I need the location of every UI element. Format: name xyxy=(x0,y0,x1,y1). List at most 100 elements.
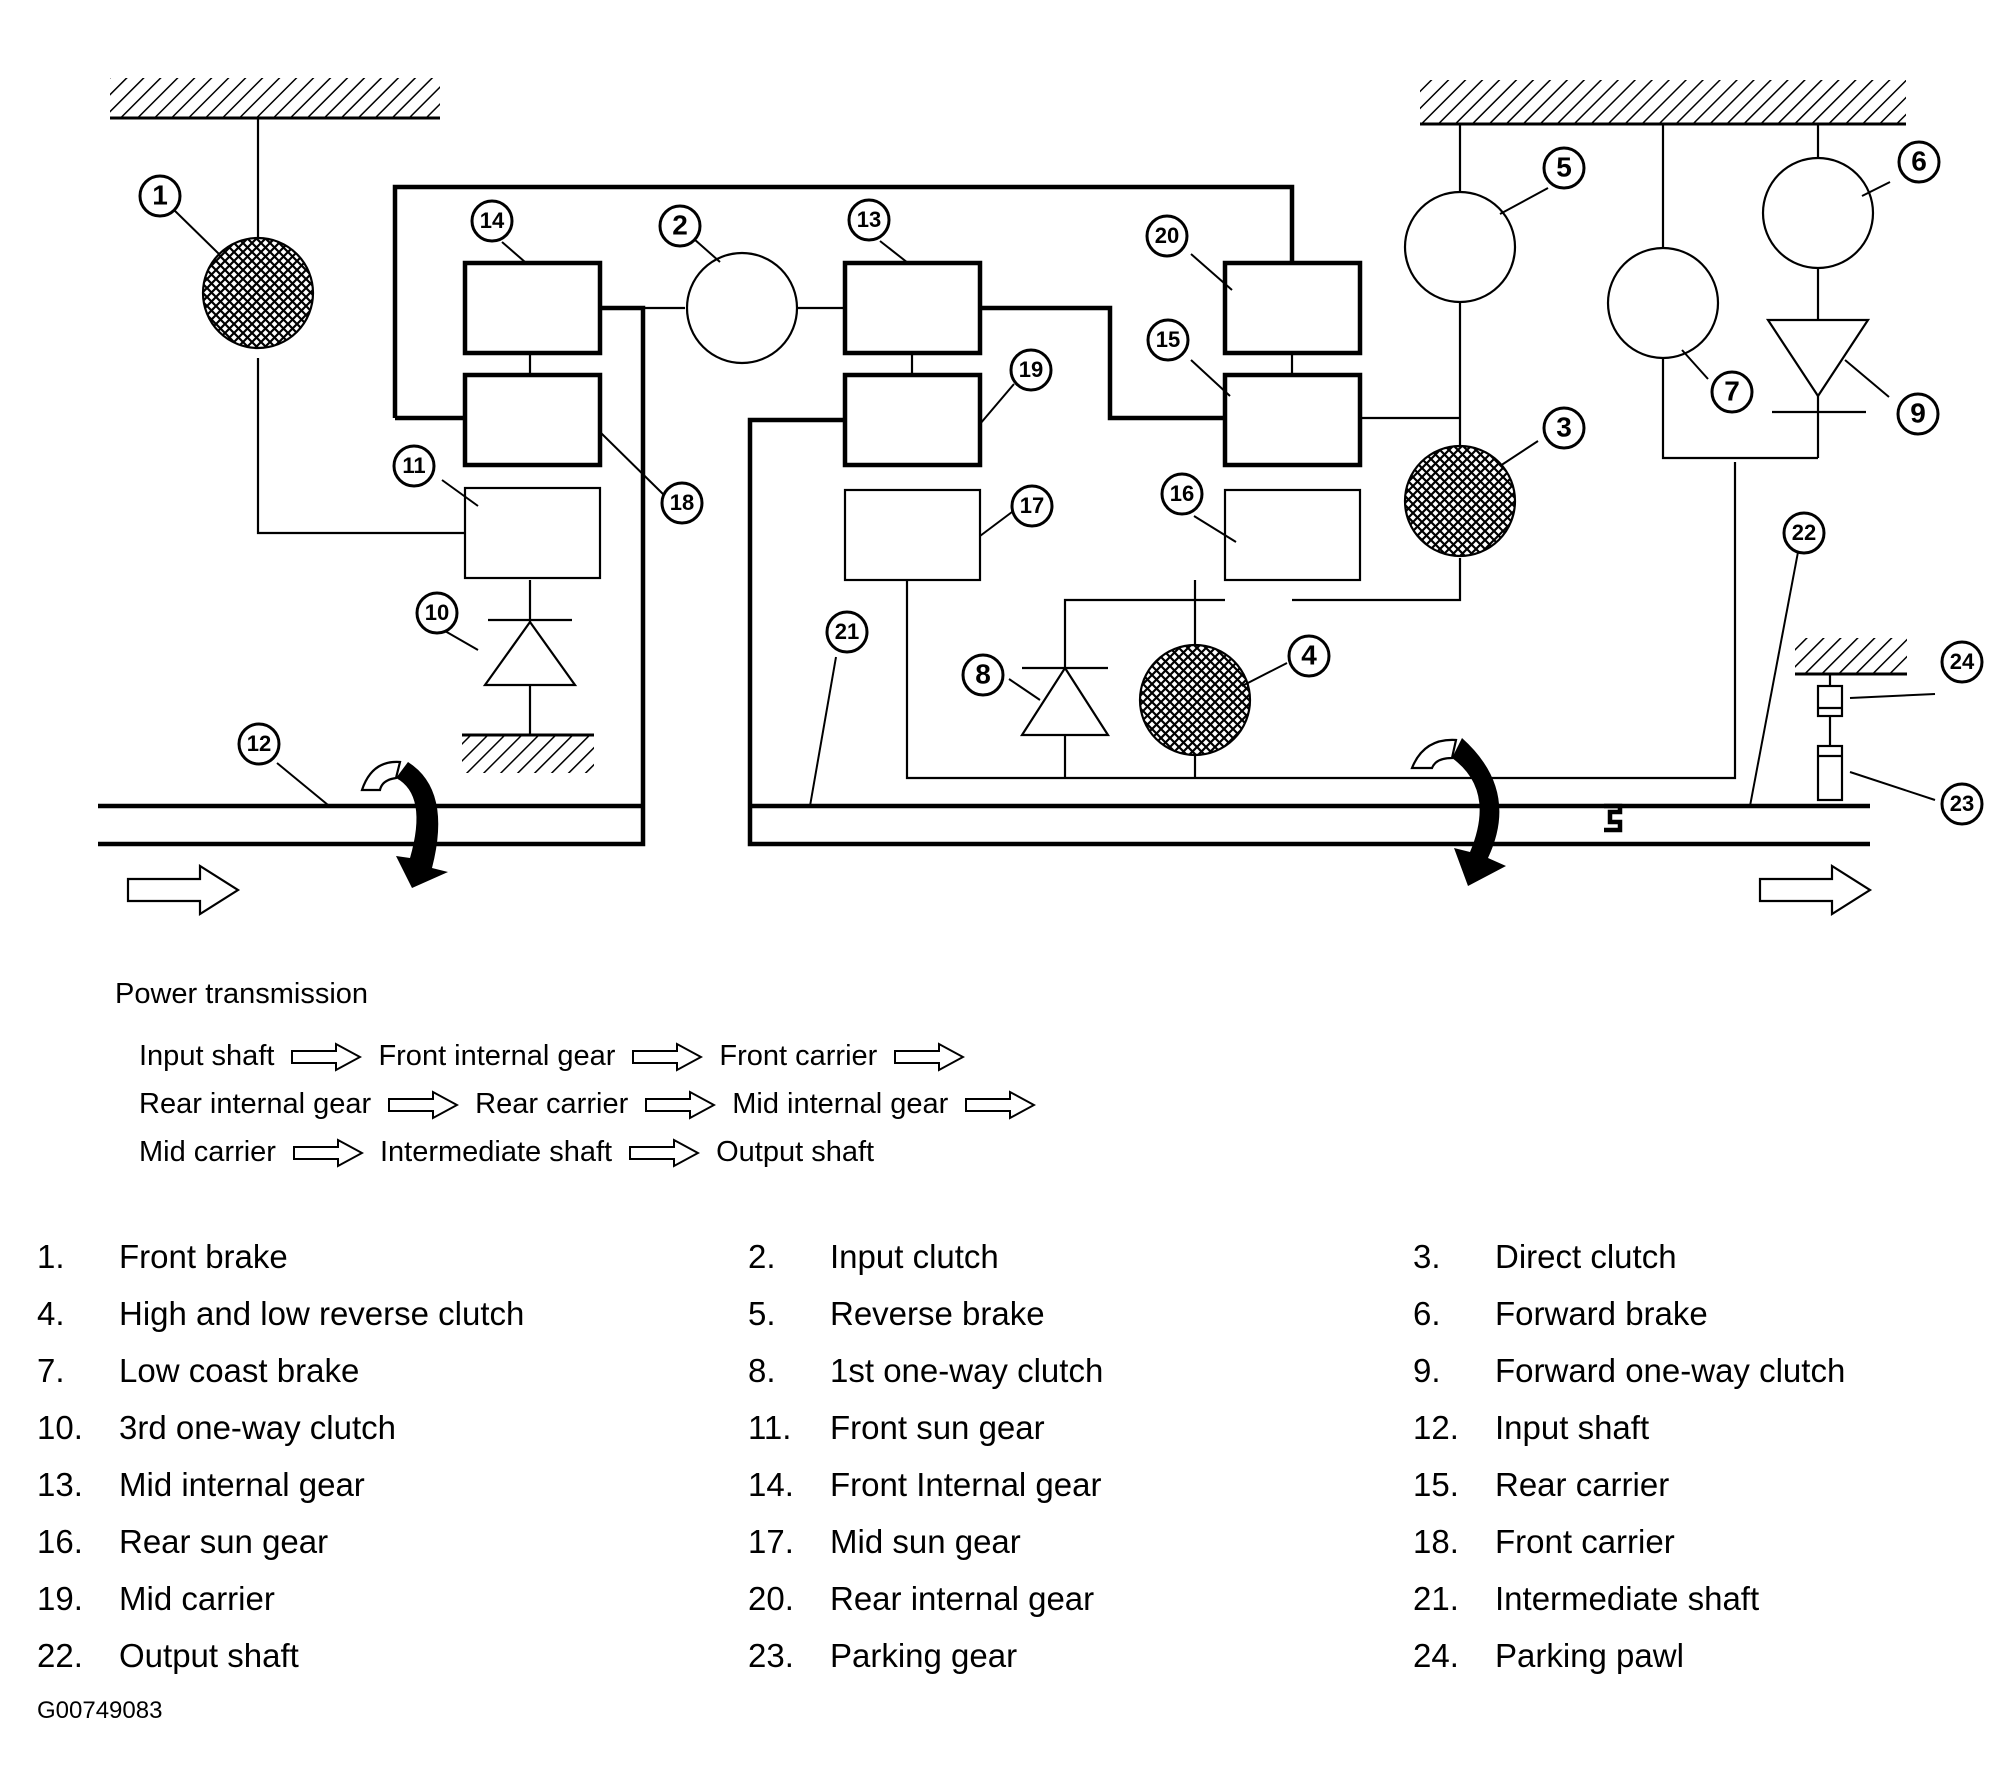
callout-number: 10 xyxy=(425,600,449,625)
callout-17: 17 xyxy=(1010,484,1054,528)
reverse-brake-symbol xyxy=(1403,190,1517,304)
callout-number: 6 xyxy=(1911,145,1927,176)
callout-1: 1 xyxy=(138,174,182,218)
callout-10: 10 xyxy=(415,591,459,635)
legend-label: Reverse brake xyxy=(830,1295,1045,1332)
flow-step: Front internal gear xyxy=(378,1040,616,1072)
legend-label: Rear internal gear xyxy=(830,1580,1095,1617)
legend-number: 6. xyxy=(1413,1295,1441,1332)
legend-label: 3rd one-way clutch xyxy=(119,1409,396,1446)
legend-number: 14. xyxy=(748,1466,794,1503)
callout-number: 21 xyxy=(835,619,859,644)
power-flow-row: Input shaft Front internal gear Front ca… xyxy=(139,1040,981,1073)
callout-number: 16 xyxy=(1170,481,1194,506)
legend-label: Forward brake xyxy=(1495,1295,1708,1332)
callout-number: 20 xyxy=(1155,223,1179,248)
rear-internal-gear-box xyxy=(1222,260,1363,356)
callout-6: 6 xyxy=(1897,140,1941,184)
power-flow-row: Mid carrier Intermediate shaft Output sh… xyxy=(139,1136,890,1169)
callout-23: 23 xyxy=(1940,782,1984,826)
front-carrier-box xyxy=(462,372,603,468)
legend-label: Input clutch xyxy=(830,1238,999,1275)
front-brake-symbol xyxy=(201,236,315,350)
callout-8: 8 xyxy=(961,653,1005,697)
gear-boxes xyxy=(462,260,1363,582)
callout-number: 5 xyxy=(1556,151,1572,182)
legend-number: 5. xyxy=(748,1295,776,1332)
legend-number: 8. xyxy=(748,1352,776,1389)
third-one-way-clutch-symbol xyxy=(482,620,578,687)
front-sun-gear-box xyxy=(463,486,602,580)
legend-number: 21. xyxy=(1413,1580,1459,1617)
legend-label: Rear sun gear xyxy=(119,1523,329,1560)
flow-arrow-icon xyxy=(645,1089,717,1120)
flow-arrow-icon xyxy=(629,1137,701,1168)
legend-number: 3. xyxy=(1413,1238,1441,1275)
low-coast-brake-symbol xyxy=(1606,246,1720,360)
legend-label: Intermediate shaft xyxy=(1495,1580,1760,1617)
mid-internal-gear-box xyxy=(842,260,983,356)
front-internal-gear-box xyxy=(462,260,603,356)
flow-arrow-icon xyxy=(894,1041,966,1072)
high-low-reverse-clutch-symbol xyxy=(1138,643,1252,757)
parking-gear-symbol xyxy=(1816,744,1844,802)
output-rotation-arrow xyxy=(1410,738,1506,886)
output-flow-arrow xyxy=(1758,864,1873,916)
flow-arrow-icon xyxy=(965,1089,1037,1120)
legend-number: 11. xyxy=(748,1409,792,1446)
flow-step: Intermediate shaft xyxy=(379,1136,613,1168)
callout-number: 4 xyxy=(1301,639,1317,670)
legend-label: Front brake xyxy=(119,1238,288,1275)
callout-number: 8 xyxy=(975,658,991,689)
callout-13: 13 xyxy=(847,198,891,242)
legend-number: 23. xyxy=(748,1637,794,1674)
callout-19: 19 xyxy=(1009,348,1053,392)
mid-carrier-box xyxy=(842,372,983,468)
power-flow-row: Rear internal gear Rear carrier Mid inte… xyxy=(139,1088,1052,1121)
callout-24: 24 xyxy=(1940,640,1984,684)
legend-number: 7. xyxy=(37,1352,65,1389)
legend-number: 18. xyxy=(1413,1523,1459,1560)
callout-18: 18 xyxy=(660,481,704,525)
input-rotation-arrow xyxy=(360,760,448,888)
callout-number: 23 xyxy=(1950,791,1974,816)
legend-number: 2. xyxy=(748,1238,776,1275)
legend-number: 20. xyxy=(748,1580,794,1617)
callout-number: 3 xyxy=(1556,411,1572,442)
legend-number: 17. xyxy=(748,1523,794,1560)
legend-number: 15. xyxy=(1413,1466,1459,1503)
callout-21: 21 xyxy=(825,610,869,654)
parking-pawl-symbol xyxy=(1816,684,1844,718)
flow-step: Output shaft xyxy=(716,1136,875,1168)
legend-number: 13. xyxy=(37,1466,83,1503)
legend-number: 22. xyxy=(37,1637,83,1674)
callout-4: 4 xyxy=(1287,634,1331,678)
housing-ground-one-way-10 xyxy=(462,733,594,773)
legend-number: 10. xyxy=(37,1409,83,1446)
housing-ground-right xyxy=(1420,80,1906,126)
legend-label: Mid internal gear xyxy=(119,1466,365,1503)
callout-9: 9 xyxy=(1896,392,1940,436)
legend-label: Front sun gear xyxy=(830,1409,1045,1446)
flow-step: Rear internal gear xyxy=(139,1088,372,1120)
direct-clutch-symbol xyxy=(1403,444,1517,558)
callout-5: 5 xyxy=(1542,146,1586,190)
legend-number: 4. xyxy=(37,1295,65,1332)
flow-step: Rear carrier xyxy=(475,1088,629,1120)
rear-sun-gear-box xyxy=(1223,488,1362,582)
legend-label: Output shaft xyxy=(119,1637,299,1674)
flow-step: Mid carrier xyxy=(139,1136,276,1168)
flow-arrow-icon xyxy=(388,1089,460,1120)
legend-number: 19. xyxy=(37,1580,83,1617)
legend-label: 1st one-way clutch xyxy=(830,1352,1104,1389)
housing-ground-parking xyxy=(1795,638,1907,676)
callout-number: 17 xyxy=(1020,493,1044,518)
input-clutch-symbol xyxy=(685,251,799,365)
legend-label: Parking pawl xyxy=(1495,1637,1684,1674)
callout-20: 20 xyxy=(1145,214,1189,258)
callout-number: 14 xyxy=(480,208,505,233)
power-transmission-title: Power transmission xyxy=(115,978,369,1010)
